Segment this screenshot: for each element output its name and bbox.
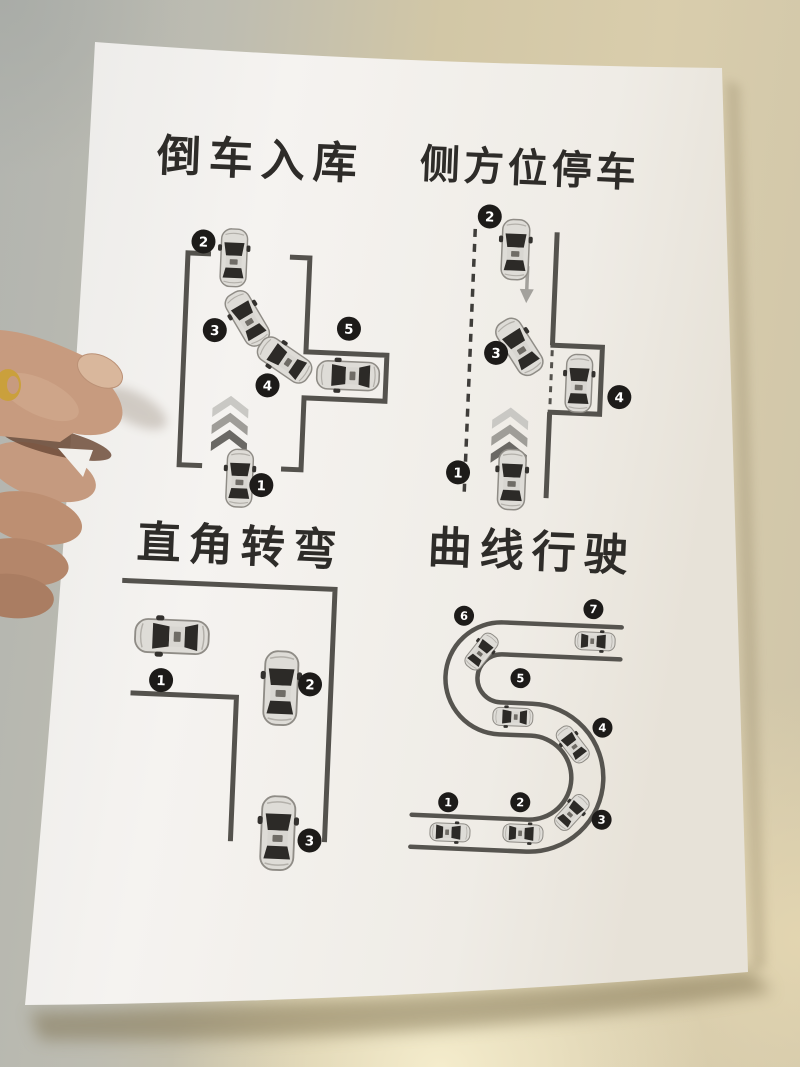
svg-text:3: 3	[210, 323, 220, 339]
parking-bay-outline	[547, 342, 606, 417]
car-icon-step-5	[315, 356, 381, 396]
s-track-edge-outer	[408, 652, 623, 854]
svg-text:7: 7	[589, 602, 598, 616]
step-badge: 4	[592, 717, 613, 738]
svg-text:2: 2	[198, 234, 208, 250]
svg-text:2: 2	[305, 677, 315, 693]
step-badge: 1	[438, 792, 459, 813]
parking-bay-dashed-edge	[548, 350, 554, 409]
step-badge: 3	[591, 809, 612, 830]
finger	[0, 491, 83, 545]
step-badge: 3	[202, 318, 227, 343]
svg-text:2: 2	[516, 795, 525, 809]
car-icon-step-5	[491, 704, 534, 730]
svg-text:5: 5	[344, 322, 354, 338]
corner-inner-line	[130, 690, 240, 842]
svg-text:4: 4	[598, 720, 607, 734]
svg-text:2: 2	[485, 209, 495, 225]
step-badge: 2	[298, 672, 323, 697]
car-icon-step-1	[492, 448, 531, 512]
car-icon-step-2	[502, 820, 544, 847]
car-icon-step-4	[560, 353, 597, 414]
step-badge: 2	[510, 792, 531, 813]
svg-text:1: 1	[156, 673, 166, 689]
reverse-arrow-head-icon	[519, 288, 534, 304]
diagram-s-curve: 曲线行驶 1 2 3 4 5 6 7	[408, 522, 637, 854]
svg-text:6: 6	[460, 609, 469, 623]
s-track-edge-inner	[409, 620, 624, 822]
svg-text:3: 3	[304, 833, 314, 849]
svg-text:3: 3	[597, 813, 606, 827]
paper-edge-shadow	[726, 80, 766, 972]
diagram-reverse-parking: 倒车入库 1 2 3 4 5	[155, 130, 390, 509]
paper-shadow	[30, 970, 772, 1041]
diagram-parallel-parking: 侧方位停车 1 2 3 4	[419, 142, 641, 512]
step-badge: 2	[477, 204, 502, 229]
car-icon-step-7	[574, 628, 617, 654]
car-icon-step-1	[133, 613, 211, 660]
svg-text:1: 1	[444, 795, 453, 809]
paper-content: 倒车入库 1 2 3 4 5 侧方位停车	[122, 130, 641, 872]
step-badge: 3	[297, 828, 322, 853]
svg-text:3: 3	[491, 346, 501, 362]
step-badge: 5	[510, 668, 531, 689]
hand	[0, 330, 123, 619]
step-badge: 2	[191, 229, 216, 254]
step-badge: 7	[583, 599, 604, 620]
paper-corner-wedge	[58, 448, 93, 477]
svg-text:4: 4	[614, 390, 624, 406]
car-icon-step-2	[215, 227, 252, 288]
finger	[0, 573, 54, 619]
diagram-title: 直角转弯	[136, 517, 346, 577]
diagram-title: 曲线行驶	[427, 522, 637, 582]
step-badge: 6	[454, 605, 475, 626]
svg-text:1: 1	[256, 478, 266, 494]
car-icon-step-2	[496, 218, 535, 282]
step-badge: 4	[255, 373, 280, 398]
svg-text:4: 4	[262, 378, 272, 394]
svg-text:1: 1	[453, 465, 463, 481]
lane-line-right-with-garage	[280, 254, 390, 473]
paper-sheet	[25, 42, 748, 1005]
lane-line-left	[176, 250, 212, 469]
diagram-title: 倒车入库	[155, 130, 366, 190]
diagram-title: 侧方位停车	[419, 142, 641, 197]
car-icon-step-2	[257, 649, 304, 727]
step-badge: 1	[249, 473, 274, 498]
car-icon-step-1	[429, 819, 471, 845]
step-badge: 1	[149, 668, 174, 693]
road-edge-solid	[543, 232, 560, 499]
step-badge: 5	[336, 316, 361, 341]
gold-ring-center	[7, 376, 19, 394]
svg-text:5: 5	[516, 671, 525, 685]
car-icon-step-3	[254, 794, 301, 872]
step-badge: 3	[484, 340, 509, 365]
step-badge: 1	[446, 460, 471, 485]
finger	[0, 538, 69, 586]
diagram-right-angle-turn: 直角转弯 1 2 3	[122, 517, 346, 872]
step-badge: 4	[607, 385, 632, 410]
corner-outer-line	[122, 577, 338, 843]
thumbnail	[77, 353, 123, 389]
